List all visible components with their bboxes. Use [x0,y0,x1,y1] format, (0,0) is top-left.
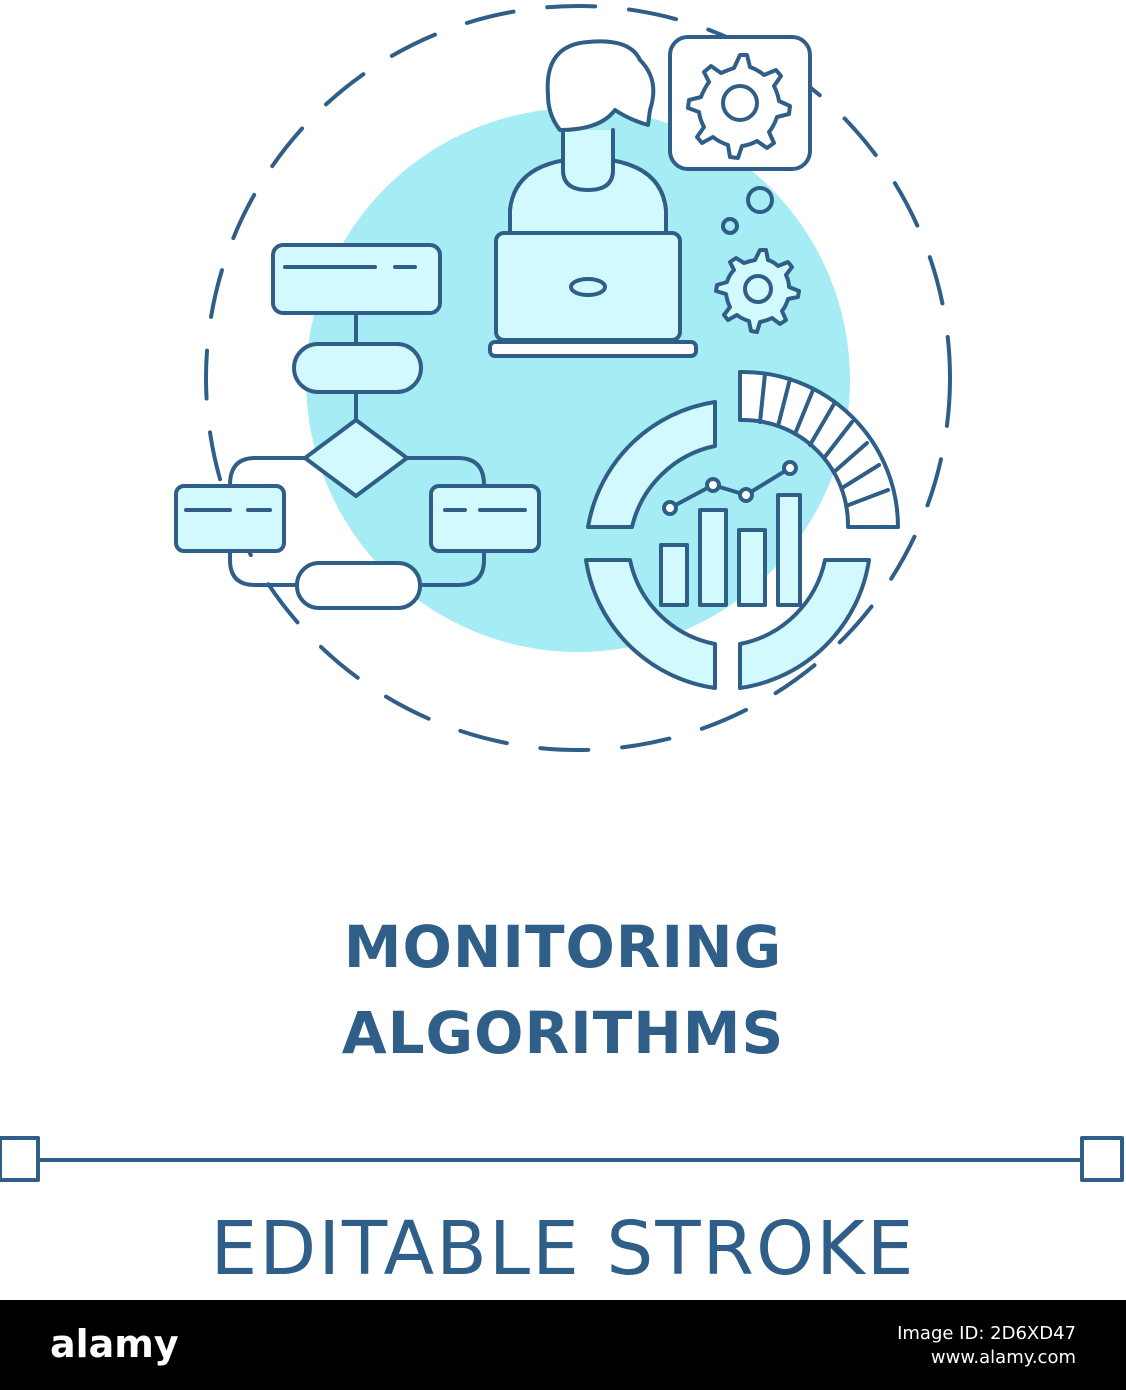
bubble [746,186,774,214]
stroke-line [0,1136,1124,1182]
dashed-ring [204,4,952,752]
concept-illustration [0,4,1124,1182]
bar-chart-icon [659,460,802,607]
title-line-2: ALGORITHMS [341,999,785,1067]
person-icon [508,39,668,247]
small-gear-icon [714,248,801,334]
footer-bar: alamy Image ID: 2D6XD47 www.alamy.com [0,1300,1126,1390]
image-id: Image ID: 2D6XD47 [897,1323,1076,1344]
image-meta: Image ID: 2D6XD47 www.alamy.com [897,1322,1076,1370]
gear-icon [668,35,812,171]
editable-stroke-label: EDITABLE STROKE [210,1206,916,1292]
bubble [721,217,739,235]
flowchart-icon [174,243,541,610]
donut-chart-icon [584,369,900,690]
laptop-icon [488,231,698,358]
logo: alamy [50,1322,179,1366]
site-url: www.alamy.com [930,1347,1076,1368]
title-line-1: MONITORING [343,913,783,981]
